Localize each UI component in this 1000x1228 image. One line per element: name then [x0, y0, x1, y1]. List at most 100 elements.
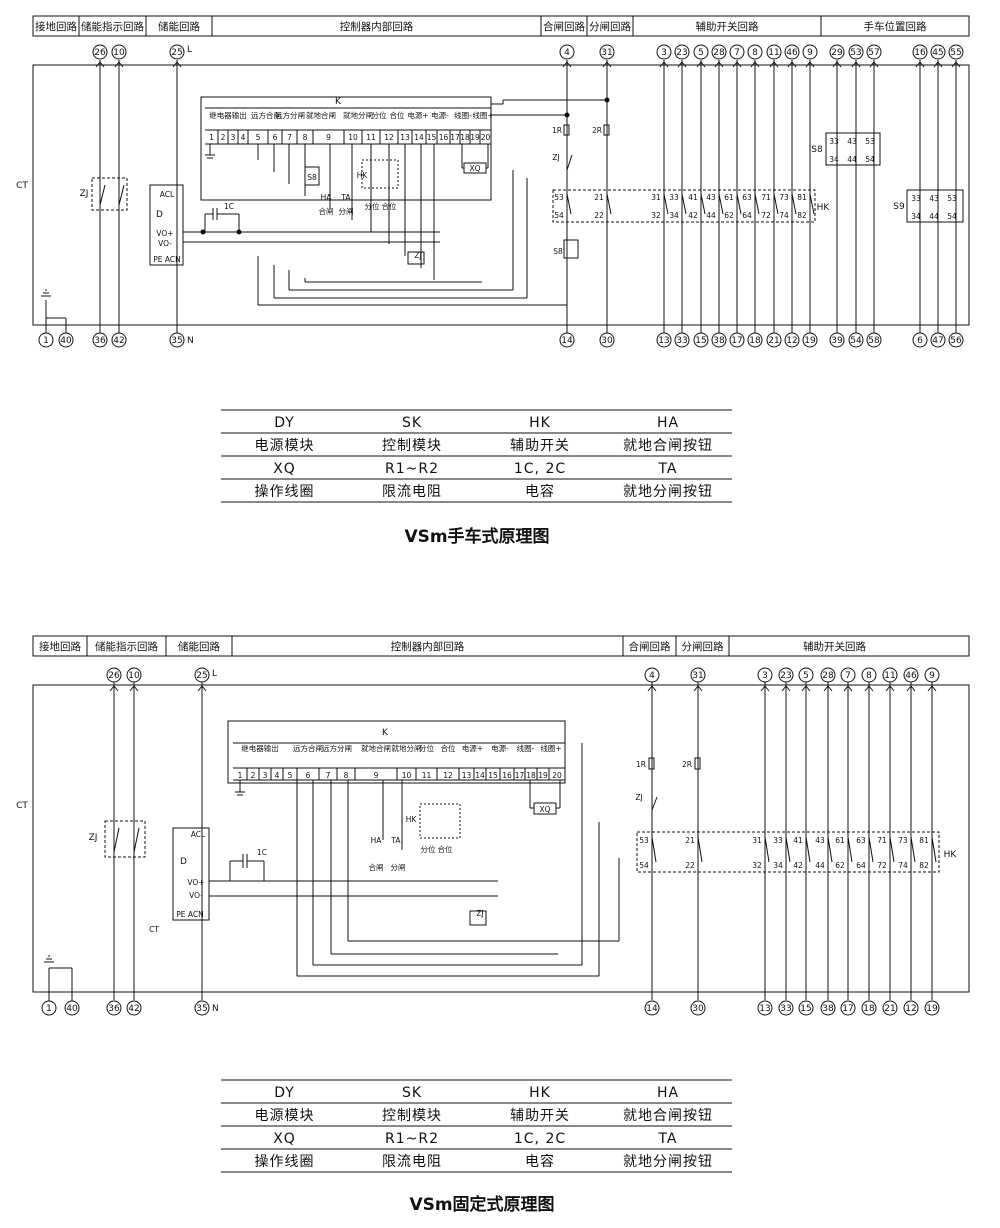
L-label: L: [187, 45, 192, 55]
d-vom: VO-: [158, 239, 172, 248]
terminal-circle: [559, 44, 575, 60]
k-pin-label: 19: [470, 133, 480, 142]
terminal-circle: [169, 44, 185, 60]
header-frame: [32, 635, 970, 657]
hk-contact: [606, 193, 612, 215]
resistor-1r: [563, 124, 570, 136]
k-pin-label-2: 17: [515, 771, 525, 780]
hk-contact-2: [827, 836, 833, 863]
hk-contact: [773, 193, 779, 215]
terminal-circle: [729, 332, 745, 348]
table1-cell: 操作线圈: [255, 484, 315, 500]
table1-cell: TA: [657, 461, 677, 477]
terminal-label: 13: [658, 336, 669, 346]
terminal-circle: [784, 44, 800, 60]
s8-switch: [304, 166, 320, 186]
table1-cell: R1~R2: [385, 461, 439, 477]
hewei-label: 合位: [382, 201, 397, 211]
k-pin-label-2: 12: [443, 771, 453, 780]
terminal-circle: [599, 44, 615, 60]
xq-label: XQ: [469, 164, 480, 173]
terminal-label: 31: [692, 671, 703, 681]
hk-top-label: 41: [688, 193, 698, 202]
table1-cell: HA: [657, 415, 679, 431]
terminal-circle: [111, 44, 127, 60]
terminal-label: 33: [676, 336, 687, 346]
hk-top-label: 31: [651, 193, 661, 202]
outer-frame: [32, 64, 970, 326]
zj-coil-label: ZJ: [414, 251, 421, 260]
arrow-mark: [823, 685, 833, 692]
k-group-label-2: 合位: [441, 743, 456, 753]
hk-bot-label-2: 82: [919, 861, 929, 870]
ta-label-2: TA: [390, 836, 401, 845]
c1-label: 1C: [224, 202, 234, 211]
terminal-label: 47: [932, 336, 943, 346]
hk-top-label: 21: [594, 193, 604, 202]
k-pin-label: 13: [400, 133, 410, 142]
fenwei-label-2: 分位: [421, 844, 436, 854]
header-frame: [32, 15, 970, 37]
hk-bot-label: 22: [594, 211, 604, 220]
N-label-2: N: [212, 1004, 219, 1014]
hk-top-label-2: 53: [639, 836, 649, 845]
terminal-label: 45: [932, 48, 943, 58]
hk-bot-label: 32: [651, 211, 661, 220]
terminal-label: 29: [831, 48, 843, 58]
k-group-label-2: 电源+: [462, 743, 483, 753]
k-pin-label-2: 2: [251, 771, 256, 780]
terminal-circle: [784, 332, 800, 348]
k-pin-label-2: 3: [263, 771, 268, 780]
terminal-label: 42: [113, 336, 124, 346]
d-vop-2: VO+: [187, 878, 204, 887]
d-vop: VO+: [156, 229, 173, 238]
terminal-label: 7: [845, 671, 851, 681]
terminal-circle: [930, 44, 946, 60]
hk-bot-label-2: 74: [898, 861, 908, 870]
table2-cell: 限流电阻: [382, 1154, 442, 1170]
terminal-circle: [861, 667, 877, 683]
s8-bot: 34: [829, 155, 839, 164]
terminal-label: 28: [822, 671, 834, 681]
terminal-circle: [866, 332, 882, 348]
header-cell: 分闸回路: [589, 20, 631, 33]
k-pin-label: 7: [287, 133, 292, 142]
terminal-circle: [948, 44, 964, 60]
hk-top-label: 71: [761, 193, 771, 202]
terminal-label: 3: [762, 671, 768, 681]
terminal-circle: [674, 332, 690, 348]
hk-top-label: 63: [742, 193, 752, 202]
k-pin-label: 6: [273, 133, 278, 142]
terminal-circle: [912, 332, 928, 348]
k-pin-label-2: 15: [488, 771, 498, 780]
contact-blade: [118, 184, 125, 206]
terminal-label: 1: [46, 1004, 52, 1014]
terminal-label: 5: [698, 48, 704, 58]
terminal-label: 23: [676, 48, 687, 58]
terminal-label: 13: [759, 1004, 770, 1014]
hk-top-label-2: 33: [773, 836, 783, 845]
d-pe-2: PE ACN: [176, 910, 204, 919]
header-cell: 辅助开关回路: [696, 20, 759, 33]
hk-top-label-2: 81: [919, 836, 929, 845]
hk-bot-label-2: 44: [815, 861, 825, 870]
arrow-mark: [197, 685, 207, 692]
table2-cell: HA: [657, 1085, 679, 1101]
terminal-circle: [861, 1000, 877, 1016]
terminal-label: 12: [786, 336, 797, 346]
hk-bot-label: 62: [724, 211, 734, 220]
hk-contact-2: [785, 836, 791, 863]
d-acl-2: ACL: [191, 830, 206, 839]
table2-cell: 辅助开关: [510, 1108, 570, 1124]
header-cell: 储能回路: [158, 20, 200, 33]
hk-bot-label-2: 32: [752, 861, 762, 870]
hk-small-label-2: HK: [406, 815, 418, 824]
k-pin-label-2: 7: [326, 771, 331, 780]
header-cell: 控制器内部回路: [391, 640, 465, 653]
table2-cell: 1C, 2C: [514, 1131, 566, 1147]
terminal-circle: [92, 332, 108, 348]
terminal-label: 14: [561, 336, 573, 346]
k-label-2: K: [382, 728, 389, 738]
terminal-circle: [747, 44, 763, 60]
terminal-circle: [766, 332, 782, 348]
